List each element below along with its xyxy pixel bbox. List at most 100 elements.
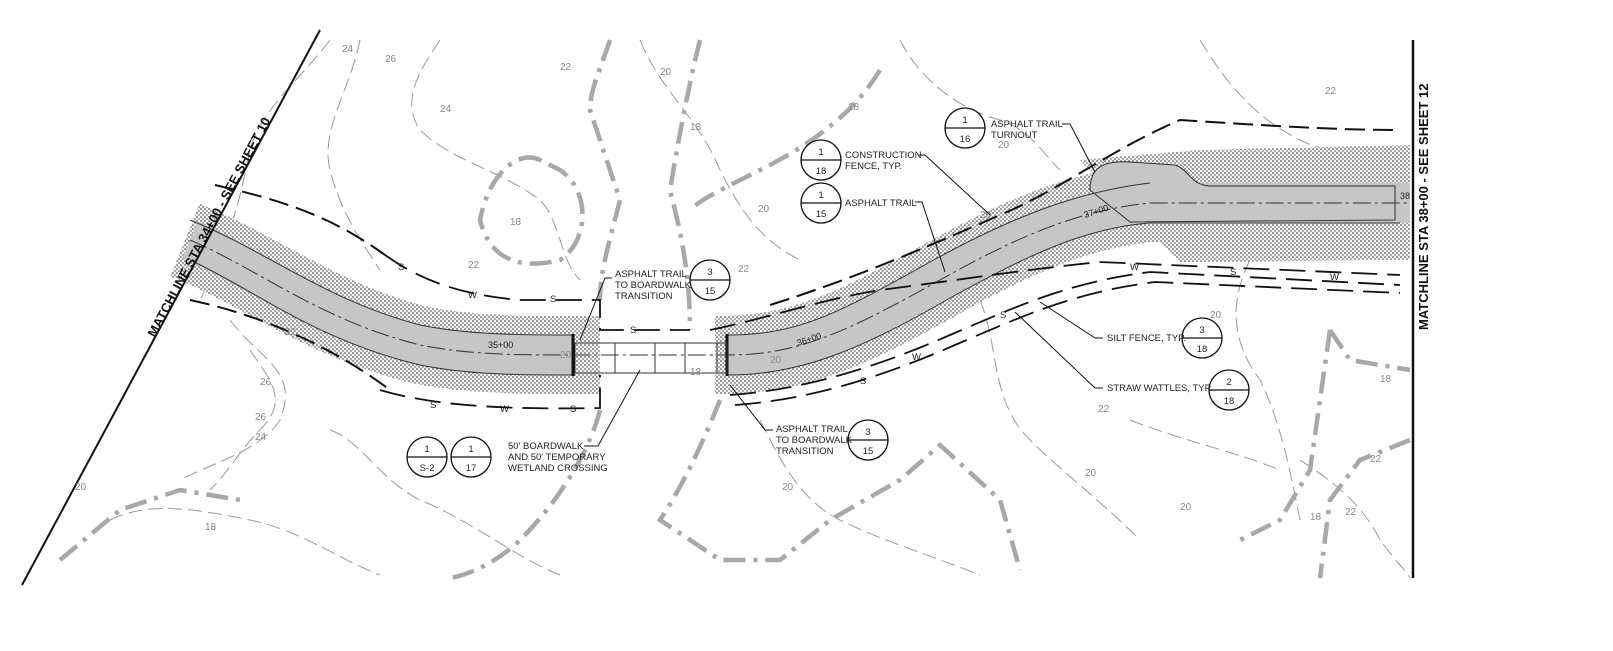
svg-text:24: 24 xyxy=(440,104,452,115)
svg-text:3: 3 xyxy=(865,427,870,438)
svg-text:TURNOUT: TURNOUT xyxy=(991,130,1038,141)
svg-text:W: W xyxy=(1330,272,1339,283)
svg-text:S: S xyxy=(630,325,636,336)
svg-text:1: 1 xyxy=(962,115,967,126)
svg-text:SILT FENCE, TYP.: SILT FENCE, TYP. xyxy=(1107,333,1186,344)
svg-text:18: 18 xyxy=(510,217,522,228)
svg-text:S: S xyxy=(1230,267,1236,278)
svg-text:20: 20 xyxy=(770,355,782,366)
fence-marks: S W S S S W S W S W S W S xyxy=(398,262,1339,415)
callout-asphalt-trail-turnout: 1 16 ASPHALT TRAIL TURNOUT xyxy=(944,107,1096,173)
svg-text:18: 18 xyxy=(816,166,827,177)
svg-text:50' BOARDWALK: 50' BOARDWALK xyxy=(508,441,584,452)
station-label: 35+00 xyxy=(488,340,513,350)
svg-text:W: W xyxy=(500,404,509,415)
svg-text:24: 24 xyxy=(342,44,354,55)
svg-text:S: S xyxy=(570,404,576,415)
svg-text:20: 20 xyxy=(75,482,87,493)
svg-text:1: 1 xyxy=(818,147,823,158)
station-label: 38 xyxy=(1400,191,1410,201)
svg-text:3: 3 xyxy=(1199,325,1204,336)
svg-text:AND 50' TEMPORARY: AND 50' TEMPORARY xyxy=(508,452,606,463)
svg-text:S: S xyxy=(550,294,556,305)
svg-text:20: 20 xyxy=(1085,468,1097,479)
svg-text:22: 22 xyxy=(468,260,480,271)
svg-text:26: 26 xyxy=(260,377,272,388)
svg-text:22: 22 xyxy=(560,62,572,73)
construction-fence xyxy=(189,118,1401,391)
svg-text:ASPHALT TRAIL: ASPHALT TRAIL xyxy=(845,198,917,209)
svg-text:26: 26 xyxy=(255,412,267,423)
callout-boardwalk-crossing: 1 S-2 1 17 50' BOARDWALK AND 50' TEMPORA… xyxy=(406,369,641,478)
svg-text:TO BOARDWALK: TO BOARDWALK xyxy=(776,435,853,446)
svg-text:24: 24 xyxy=(255,432,267,443)
svg-text:W: W xyxy=(468,290,477,301)
svg-text:CONSTRUCTION: CONSTRUCTION xyxy=(845,150,922,161)
svg-text:S: S xyxy=(1000,310,1006,321)
svg-text:ASPHALT TRAIL: ASPHALT TRAIL xyxy=(991,119,1063,130)
svg-text:STRAW WATTLES, TYP.: STRAW WATTLES, TYP. xyxy=(1107,383,1212,394)
contour-lines xyxy=(109,39,1411,579)
callout-silt-fence: 3 18 SILT FENCE, TYP. xyxy=(1039,301,1223,359)
svg-text:16: 16 xyxy=(960,134,971,145)
svg-text:22: 22 xyxy=(1345,507,1357,518)
svg-text:18: 18 xyxy=(690,122,702,133)
matchline-left xyxy=(21,29,321,586)
svg-text:S-2: S-2 xyxy=(420,463,435,474)
svg-text:20: 20 xyxy=(782,482,794,493)
matchline-right-label: MATCHLINE STA 38+00 - SEE SHEET 12 xyxy=(1416,84,1431,330)
svg-text:ASPHALT TRAIL: ASPHALT TRAIL xyxy=(776,424,848,435)
svg-text:15: 15 xyxy=(863,446,874,457)
svg-text:TRANSITION: TRANSITION xyxy=(615,291,673,302)
trail-edges xyxy=(189,182,1400,376)
svg-text:20: 20 xyxy=(660,67,672,78)
svg-text:22: 22 xyxy=(1098,404,1110,415)
svg-text:1: 1 xyxy=(424,444,429,455)
svg-text:W: W xyxy=(912,352,921,363)
svg-text:3: 3 xyxy=(707,267,712,278)
svg-text:15: 15 xyxy=(816,209,827,220)
svg-text:18: 18 xyxy=(1310,512,1322,523)
svg-text:22: 22 xyxy=(285,327,297,338)
boardwalk xyxy=(574,342,728,374)
svg-text:2: 2 xyxy=(1226,377,1231,388)
svg-text:20: 20 xyxy=(998,140,1010,151)
svg-text:20: 20 xyxy=(1180,502,1192,513)
svg-text:1: 1 xyxy=(468,444,473,455)
svg-text:18: 18 xyxy=(1197,344,1208,355)
svg-text:S: S xyxy=(398,262,404,273)
svg-text:22: 22 xyxy=(1370,454,1382,465)
svg-text:1: 1 xyxy=(818,190,823,201)
svg-text:FENCE, TYP.: FENCE, TYP. xyxy=(845,161,902,172)
svg-text:ASPHALT TRAIL: ASPHALT TRAIL xyxy=(615,269,687,280)
callout-boardwalk-transition-left: 3 15 ASPHALT TRAIL TO BOARDWALK TRANSITI… xyxy=(579,259,731,341)
svg-text:18: 18 xyxy=(205,522,217,533)
wetland-boundaries xyxy=(58,39,1411,581)
callout-asphalt-trail: 1 15 ASPHALT TRAIL xyxy=(800,182,946,273)
svg-text:26: 26 xyxy=(385,54,397,65)
svg-text:TO BOARDWALK: TO BOARDWALK xyxy=(615,280,692,291)
svg-text:20: 20 xyxy=(758,204,770,215)
svg-text:18: 18 xyxy=(1380,374,1392,385)
svg-text:TRANSITION: TRANSITION xyxy=(776,446,834,457)
svg-text:WETLAND CROSSING: WETLAND CROSSING xyxy=(508,463,608,474)
callout-construction-fence: 1 18 CONSTRUCTION FENCE, TYP. xyxy=(800,139,991,216)
svg-text:17: 17 xyxy=(466,463,477,474)
svg-text:18: 18 xyxy=(1224,396,1235,407)
svg-text:22: 22 xyxy=(738,264,750,275)
svg-text:20: 20 xyxy=(980,210,992,221)
svg-text:S: S xyxy=(860,376,866,387)
svg-text:20: 20 xyxy=(1210,310,1222,321)
svg-text:15: 15 xyxy=(705,286,716,297)
svg-text:20: 20 xyxy=(560,350,572,361)
svg-text:18: 18 xyxy=(690,367,702,378)
svg-text:S: S xyxy=(430,400,436,411)
silt-fence xyxy=(379,254,1401,410)
svg-text:22: 22 xyxy=(1325,86,1337,97)
contour-labels: 24 26 24 22 20 18 18 18 20 22 20 22 22 2… xyxy=(75,44,1392,533)
callout-straw-wattles: 2 18 STRAW WATTLES, TYP. xyxy=(1014,311,1250,411)
svg-text:18: 18 xyxy=(848,102,860,113)
callout-boardwalk-transition-right: 3 15 ASPHALT TRAIL TO BOARDWALK TRANSITI… xyxy=(729,384,889,461)
